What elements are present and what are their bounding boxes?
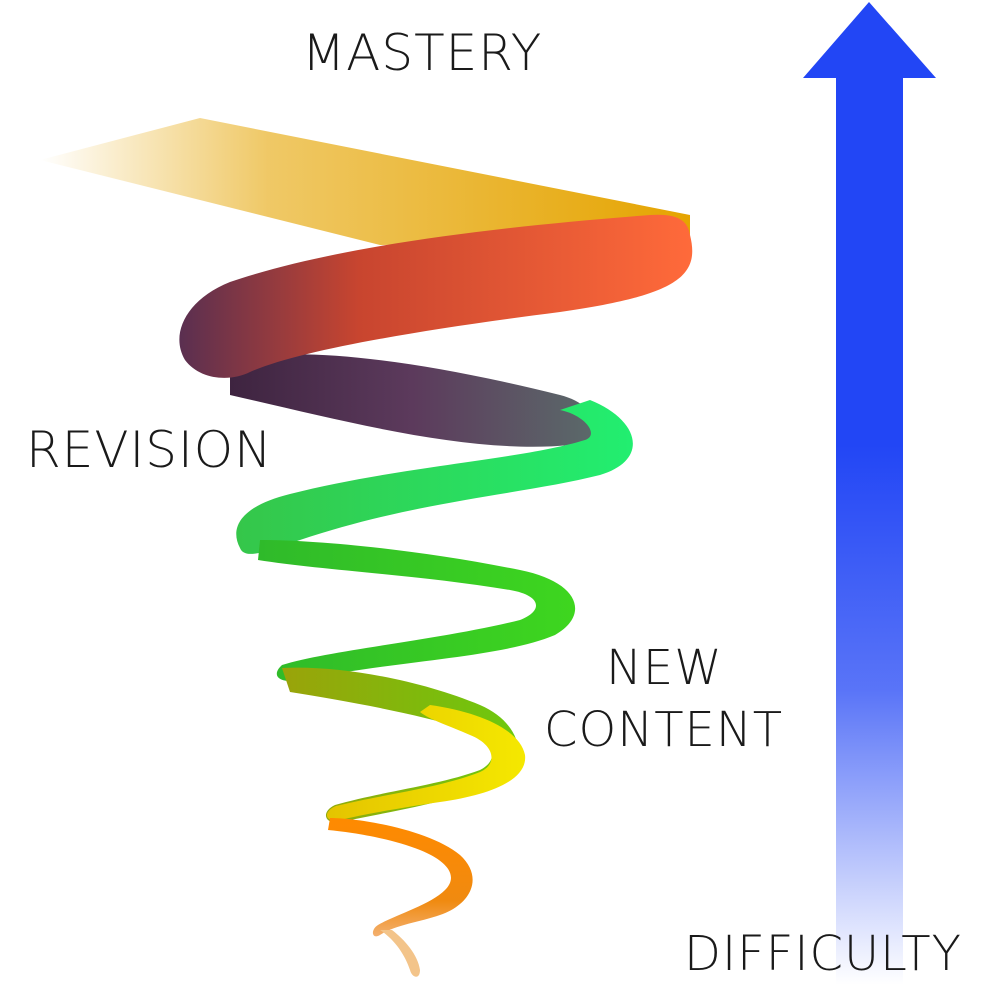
new-content-label-line1: NEW [606, 640, 723, 696]
new-content-label-line2: CONTENT [544, 702, 784, 758]
spiral-mid-coil [258, 540, 576, 682]
spiral-yellow-coil [326, 705, 526, 821]
revision-label: REVISION [26, 421, 273, 479]
spiral-top-coil [179, 214, 693, 378]
spiral-bottom-coil [328, 818, 473, 937]
spiral-green-coil [236, 400, 633, 554]
spiral-top-band [40, 118, 690, 245]
difficulty-arrow [803, 2, 936, 985]
mastery-label: MASTERY [302, 24, 543, 82]
spiral-back-segment [230, 354, 596, 447]
spiral-tail [380, 930, 420, 977]
difficulty-label: DIFFICULTY [684, 926, 962, 982]
